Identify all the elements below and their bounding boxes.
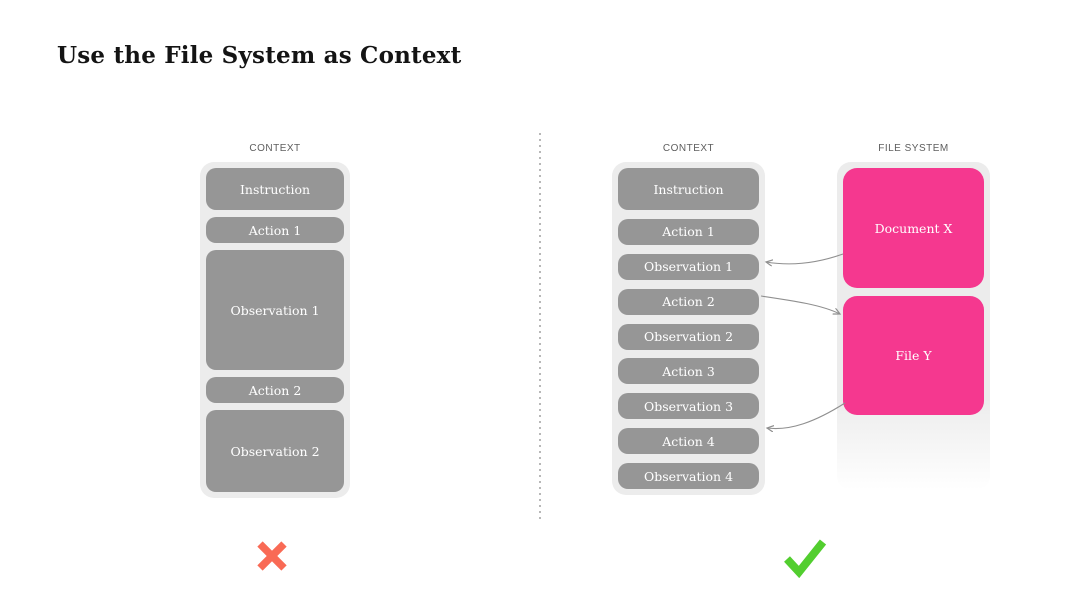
arrow-document-x-to-observation-1 — [766, 253, 844, 264]
left-block-observation-1: Observation 1 — [206, 250, 344, 370]
right-block-action-2: Action 2 — [618, 288, 759, 315]
right-context-label: CONTEXT — [662, 143, 715, 154]
left-context-container: Instruction Action 1 Observation 1 Actio… — [200, 162, 350, 498]
right-block-observation-4: Observation 4 — [618, 463, 759, 489]
vertical-dotted-divider — [539, 133, 541, 519]
arrow-action-2-to-file-y — [760, 295, 840, 314]
file-block-file-y: File Y — [843, 296, 984, 415]
right-block-observation-2: Observation 2 — [618, 323, 759, 350]
file-system-label: FILE SYSTEM — [878, 143, 949, 154]
right-block-observation-3: Observation 3 — [618, 393, 759, 420]
cross-icon — [257, 541, 287, 571]
right-block-action-3: Action 3 — [618, 358, 759, 385]
right-block-action-1: Action 1 — [618, 218, 759, 245]
file-system-container: Document X File Y — [837, 162, 990, 490]
page-title: Use the File System as Context — [57, 42, 462, 69]
left-block-observation-2: Observation 2 — [206, 410, 344, 492]
right-block-observation-1: Observation 1 — [618, 253, 759, 280]
left-block-instruction: Instruction — [206, 168, 344, 210]
check-icon — [784, 539, 827, 578]
right-context-container: Instruction Action 1 Observation 1 Actio… — [612, 162, 765, 495]
arrow-file-y-to-action-4 — [767, 402, 846, 429]
left-block-action-1: Action 1 — [206, 217, 344, 243]
right-block-instruction: Instruction — [618, 168, 759, 210]
left-context-label: CONTEXT — [249, 143, 301, 154]
file-block-document-x: Document X — [843, 168, 984, 288]
right-block-action-4: Action 4 — [618, 428, 759, 455]
left-block-action-2: Action 2 — [206, 377, 344, 403]
